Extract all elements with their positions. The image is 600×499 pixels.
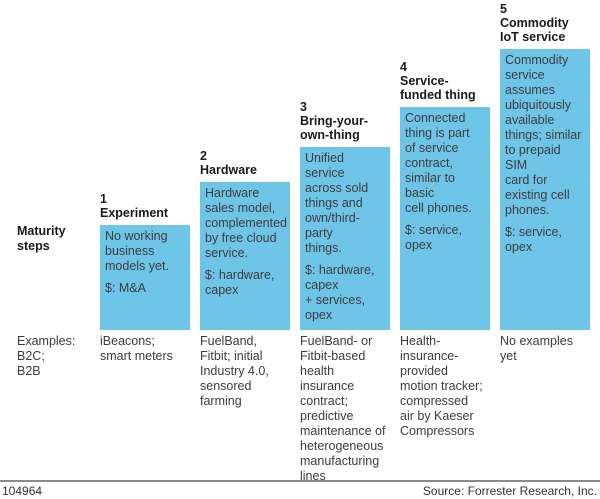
step-column-experiment: 1 Experiment No working business models …: [100, 0, 192, 363]
maturity-steps-header: Maturity steps: [17, 224, 66, 253]
figure-number: 104964: [2, 484, 43, 498]
step-column-bring-your-own-thing: 3 Bring-your- own-thing Unified service …: [300, 0, 392, 483]
step-1-box: No working business models yet. $: M&A: [100, 225, 190, 330]
step-1-examples: iBeacons; smart meters: [100, 334, 173, 363]
step-4-box: Connected thing is part of service contr…: [400, 107, 490, 330]
step-3-name: Bring-your- own-thing: [300, 114, 369, 142]
step-2-box: Hardware sales model, complemented by fr…: [200, 182, 290, 330]
step-4-label: 4 Service- funded thing: [400, 60, 492, 102]
step-3-examples: FuelBand- or Fitbit-based health insuran…: [300, 334, 386, 483]
step-4-number: 4: [400, 60, 407, 74]
step-2-monetization: $: hardware, capex: [205, 268, 275, 297]
step-3-description: Unified service across sold things and o…: [305, 151, 369, 255]
step-column-service-funded-thing: 4 Service- funded thing Connected thing …: [400, 0, 492, 438]
footer-divider: [0, 480, 600, 482]
step-4-examples: Health- insurance- provided motion track…: [400, 334, 483, 438]
step-1-monetization: $: M&A: [105, 281, 146, 295]
step-5-description: Commodity service assumes ubiquitously a…: [505, 53, 582, 217]
step-1-number: 1: [100, 192, 107, 206]
step-4-description: Connected thing is part of service contr…: [405, 111, 472, 215]
step-2-description: Hardware sales model, complemented by fr…: [205, 186, 287, 260]
step-2-label: 2 Hardware: [200, 149, 292, 177]
step-1-name: Experiment: [100, 206, 169, 220]
step-5-examples: No examples yet: [500, 334, 573, 363]
step-5-label: 5 Commodity IoT service: [500, 2, 592, 44]
step-2-number: 2: [200, 149, 207, 163]
step-3-label: 3 Bring-your- own-thing: [300, 100, 392, 142]
step-4-monetization: $: service, opex: [405, 223, 462, 252]
step-5-name: Commodity IoT service: [500, 16, 569, 44]
step-3-box: Unified service across sold things and o…: [300, 147, 390, 330]
step-3-number: 3: [300, 100, 307, 114]
step-1-description: No working business models yet.: [105, 229, 169, 273]
source-credit: Source: Forrester Research, Inc.: [422, 484, 597, 498]
step-5-box: Commodity service assumes ubiquitously a…: [500, 49, 590, 330]
step-3-monetization: $: hardware, capex + services, opex: [305, 263, 375, 322]
step-4-name: Service- funded thing: [400, 74, 476, 102]
step-2-examples: FuelBand, Fitbit; initial Industry 4.0, …: [200, 334, 269, 408]
step-1-label: 1 Experiment: [100, 192, 192, 220]
examples-row-header: Examples: B2C; B2B: [17, 334, 76, 378]
step-column-hardware: 2 Hardware Hardware sales model, complem…: [200, 0, 292, 408]
step-2-name: Hardware: [200, 163, 257, 177]
step-column-commodity-iot-service: 5 Commodity IoT service Commodity servic…: [500, 0, 592, 363]
step-5-number: 5: [500, 2, 507, 16]
step-5-monetization: $: service, opex: [505, 225, 562, 254]
